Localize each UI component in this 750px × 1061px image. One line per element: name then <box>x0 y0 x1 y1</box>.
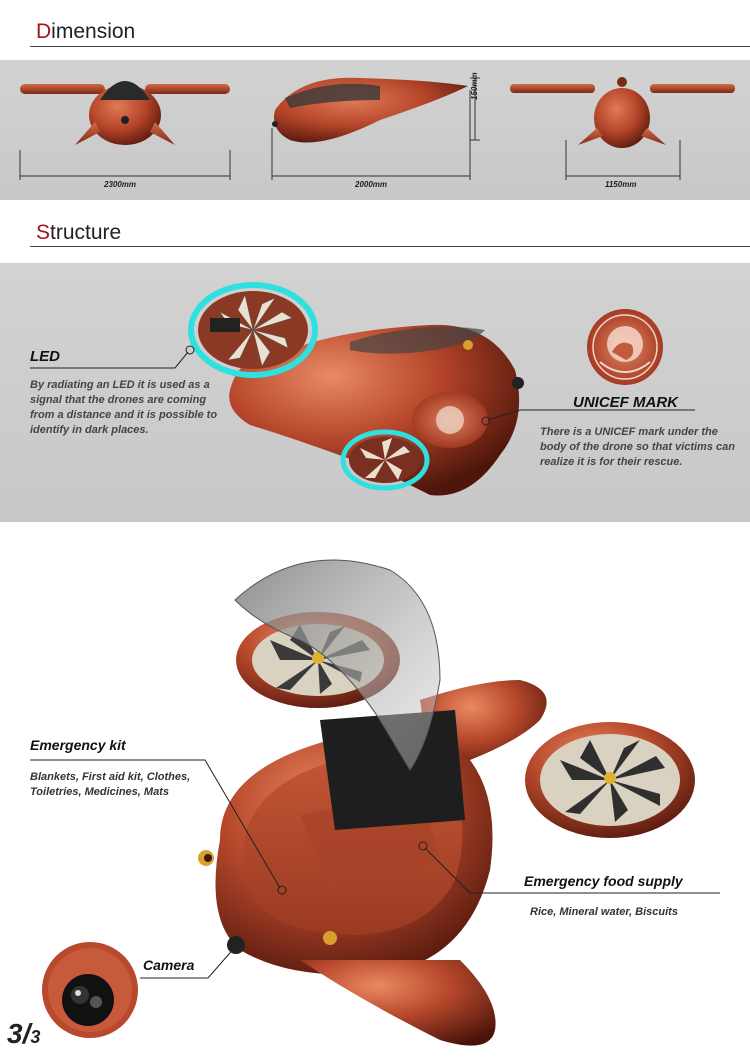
emergency-kit-title: Emergency kit <box>30 737 126 753</box>
front-view-drone <box>20 81 230 145</box>
page-number: 3/3 <box>7 1018 41 1049</box>
structure-illustration <box>30 282 695 496</box>
unicef-callout-title: UNICEF MARK <box>573 394 678 411</box>
emergency-food-title: Emergency food supply <box>524 873 683 889</box>
camera-closeup <box>42 942 138 1038</box>
dimension-lines <box>19 77 681 180</box>
camera-title: Camera <box>143 957 195 973</box>
dimension-heading: Dimension <box>36 20 136 43</box>
rear-view-drone <box>510 77 735 148</box>
rear-width-dimension-label: 1150mm <box>605 180 637 189</box>
dimension-rule <box>30 46 750 47</box>
structure-rule <box>30 246 750 247</box>
feature-callout-lines <box>30 759 720 979</box>
width-dimension-label: 2300mm <box>104 180 137 189</box>
side-view-drone <box>272 77 468 143</box>
structure-drone <box>188 282 524 496</box>
unicef-callout-body: There is a UNICEF mark under the body of… <box>540 426 735 468</box>
emergency-kit-body: Blankets, First aid kit, Clothes, Toilet… <box>30 771 191 798</box>
emergency-food-body: Rice, Mineral water, Biscuits <box>530 906 678 918</box>
drone-render <box>198 559 695 1046</box>
unicef-mark-icon <box>587 309 663 385</box>
structure-heading: Structure <box>36 221 122 244</box>
dimension-views-illustration <box>19 77 735 180</box>
structure-callout-lines <box>30 345 695 426</box>
led-callout-body: By radiating an LED it is used as a sign… <box>30 379 218 436</box>
led-callout-title: LED <box>30 348 60 365</box>
length-dimension-label: 2000mm <box>355 180 388 189</box>
